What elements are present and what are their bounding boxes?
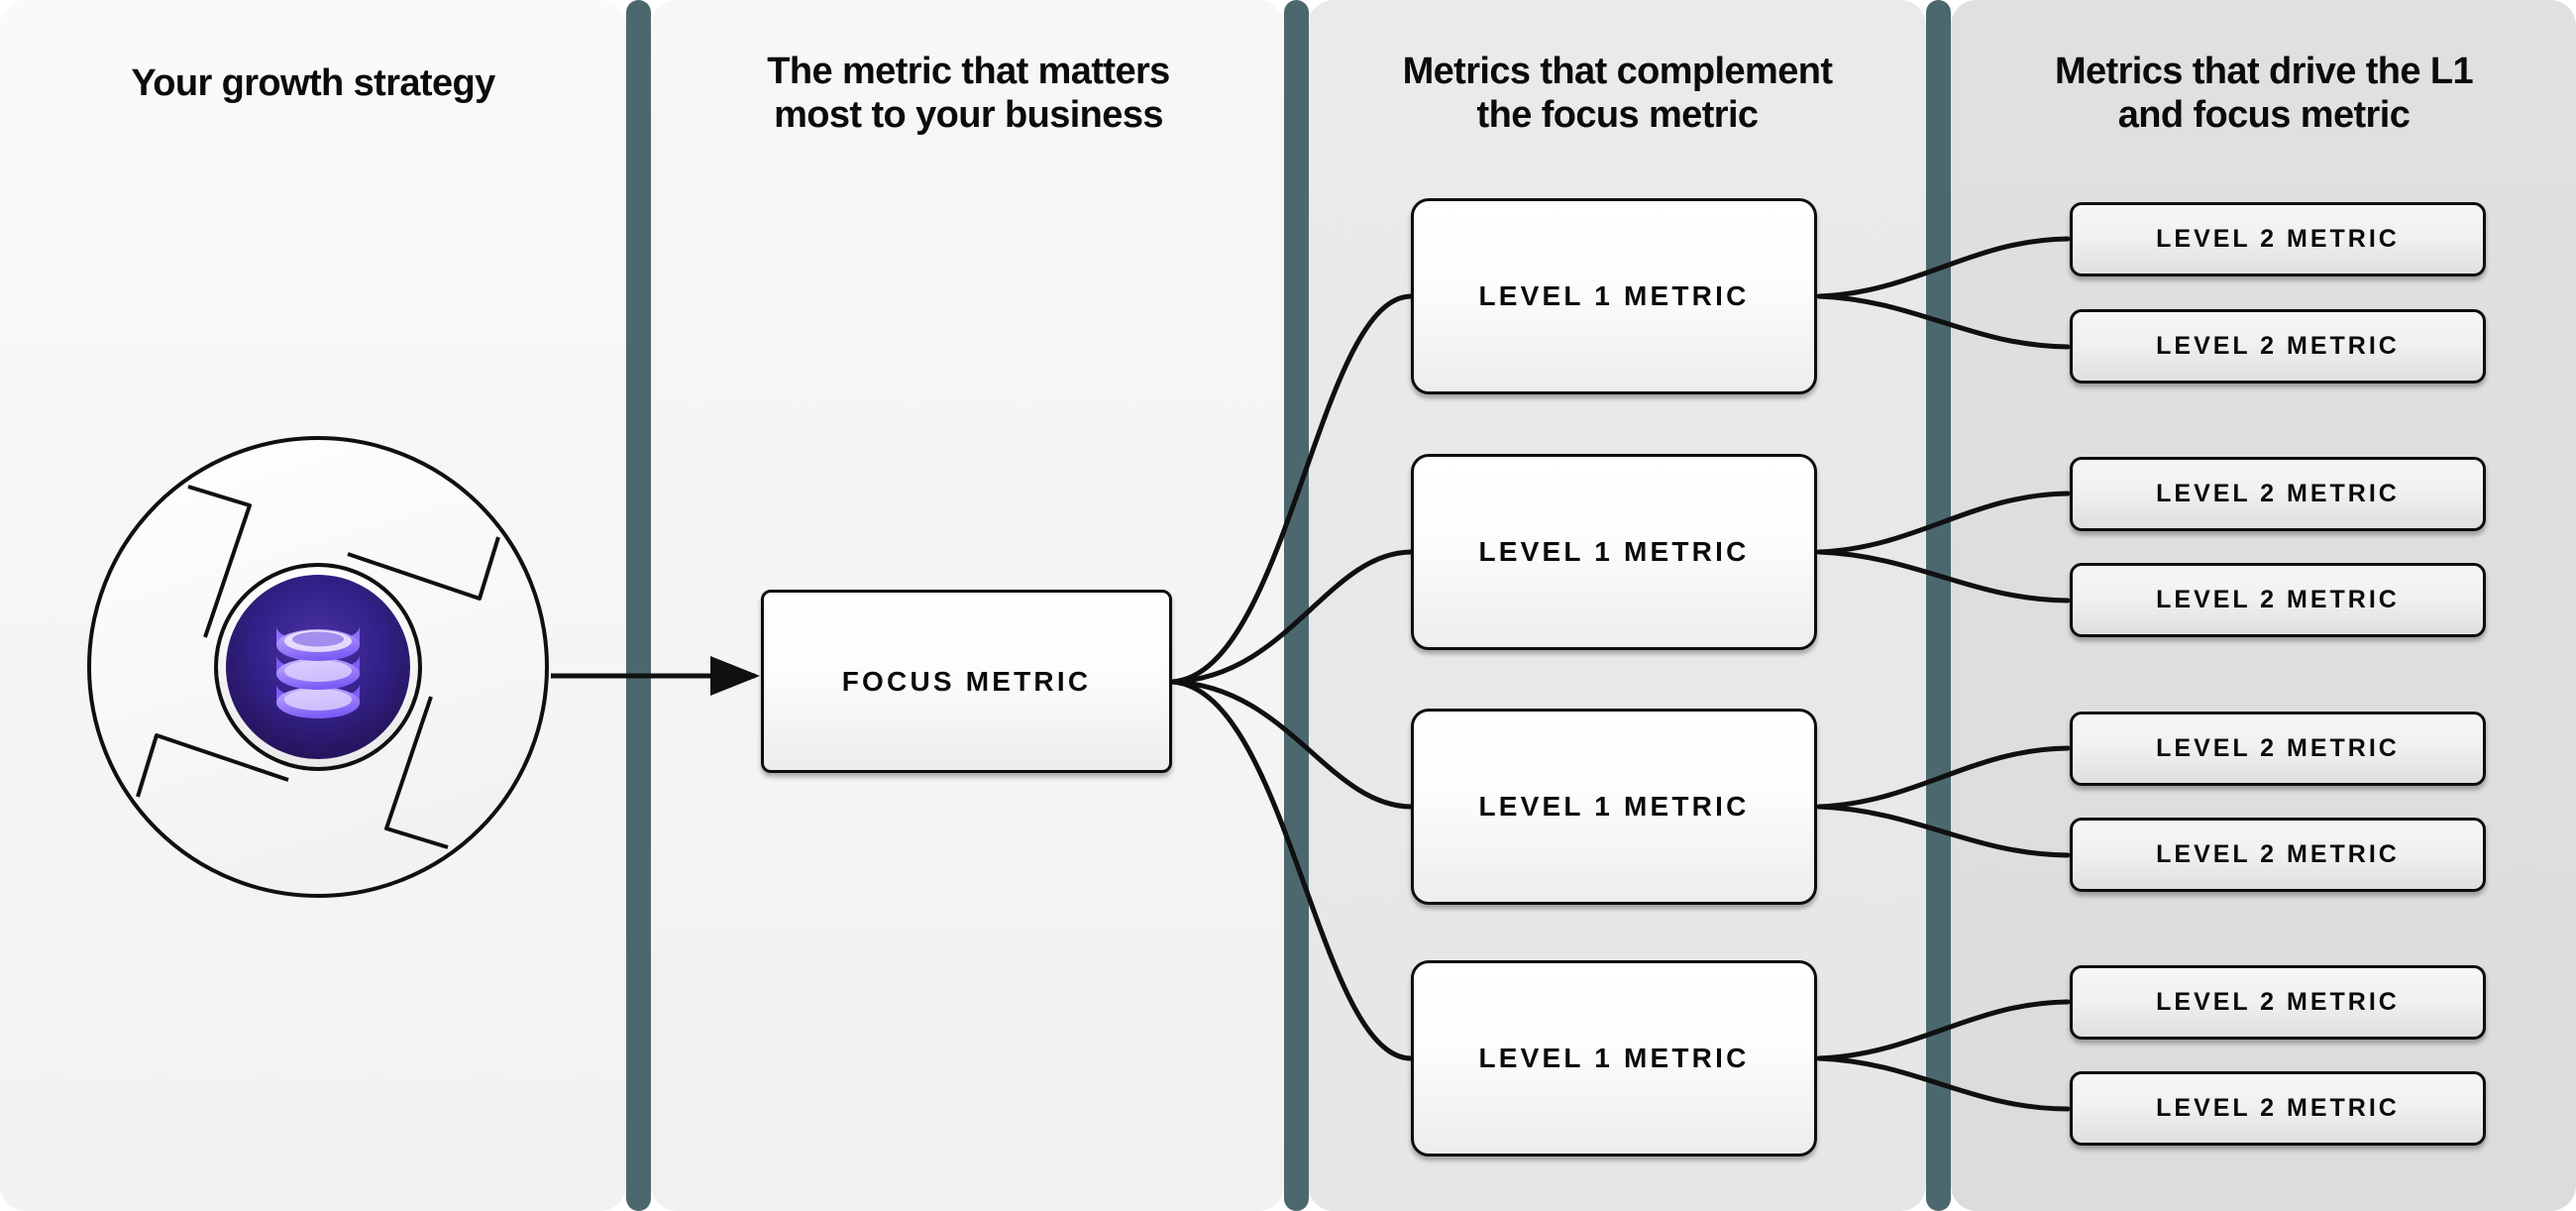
column-heading-focus-metric: The metric that matters most to your bus… xyxy=(767,51,1170,137)
level-1-metric-box-1[interactable]: LEVEL 1 METRIC xyxy=(1411,198,1817,394)
level-2-metric-box-2[interactable]: LEVEL 2 METRIC xyxy=(2070,309,2486,384)
level-2-metric-box-4[interactable]: LEVEL 2 METRIC xyxy=(2070,563,2486,637)
level-1-metric-box-4[interactable]: LEVEL 1 METRIC xyxy=(1411,960,1817,1156)
growth-strategy-graphic xyxy=(87,436,549,898)
aperture-blades xyxy=(136,485,500,849)
level-2-metric-box-1[interactable]: LEVEL 2 METRIC xyxy=(2070,202,2486,276)
column-divider-3 xyxy=(1926,0,1951,1211)
level-2-metric-box-7[interactable]: LEVEL 2 METRIC xyxy=(2070,965,2486,1040)
column-heading-complement-metrics: Metrics that complement the focus metric xyxy=(1402,51,1833,137)
column-divider-1 xyxy=(626,0,651,1211)
level-2-metric-box-5[interactable]: LEVEL 2 METRIC xyxy=(2070,712,2486,786)
column-divider-2 xyxy=(1284,0,1309,1211)
column-heading-growth-strategy: Your growth strategy xyxy=(131,62,495,104)
focus-metric-box[interactable]: FOCUS METRIC xyxy=(761,590,1172,773)
level-2-metric-box-6[interactable]: LEVEL 2 METRIC xyxy=(2070,818,2486,892)
level-1-metric-box-2[interactable]: LEVEL 1 METRIC xyxy=(1411,454,1817,650)
level-2-metric-box-8[interactable]: LEVEL 2 METRIC xyxy=(2070,1071,2486,1146)
column-heading-driver-metrics: Metrics that drive the L1 and focus metr… xyxy=(2054,51,2474,137)
level-1-metric-box-3[interactable]: LEVEL 1 METRIC xyxy=(1411,709,1817,905)
database-icon xyxy=(276,626,360,718)
level-2-metric-box-3[interactable]: LEVEL 2 METRIC xyxy=(2070,457,2486,531)
